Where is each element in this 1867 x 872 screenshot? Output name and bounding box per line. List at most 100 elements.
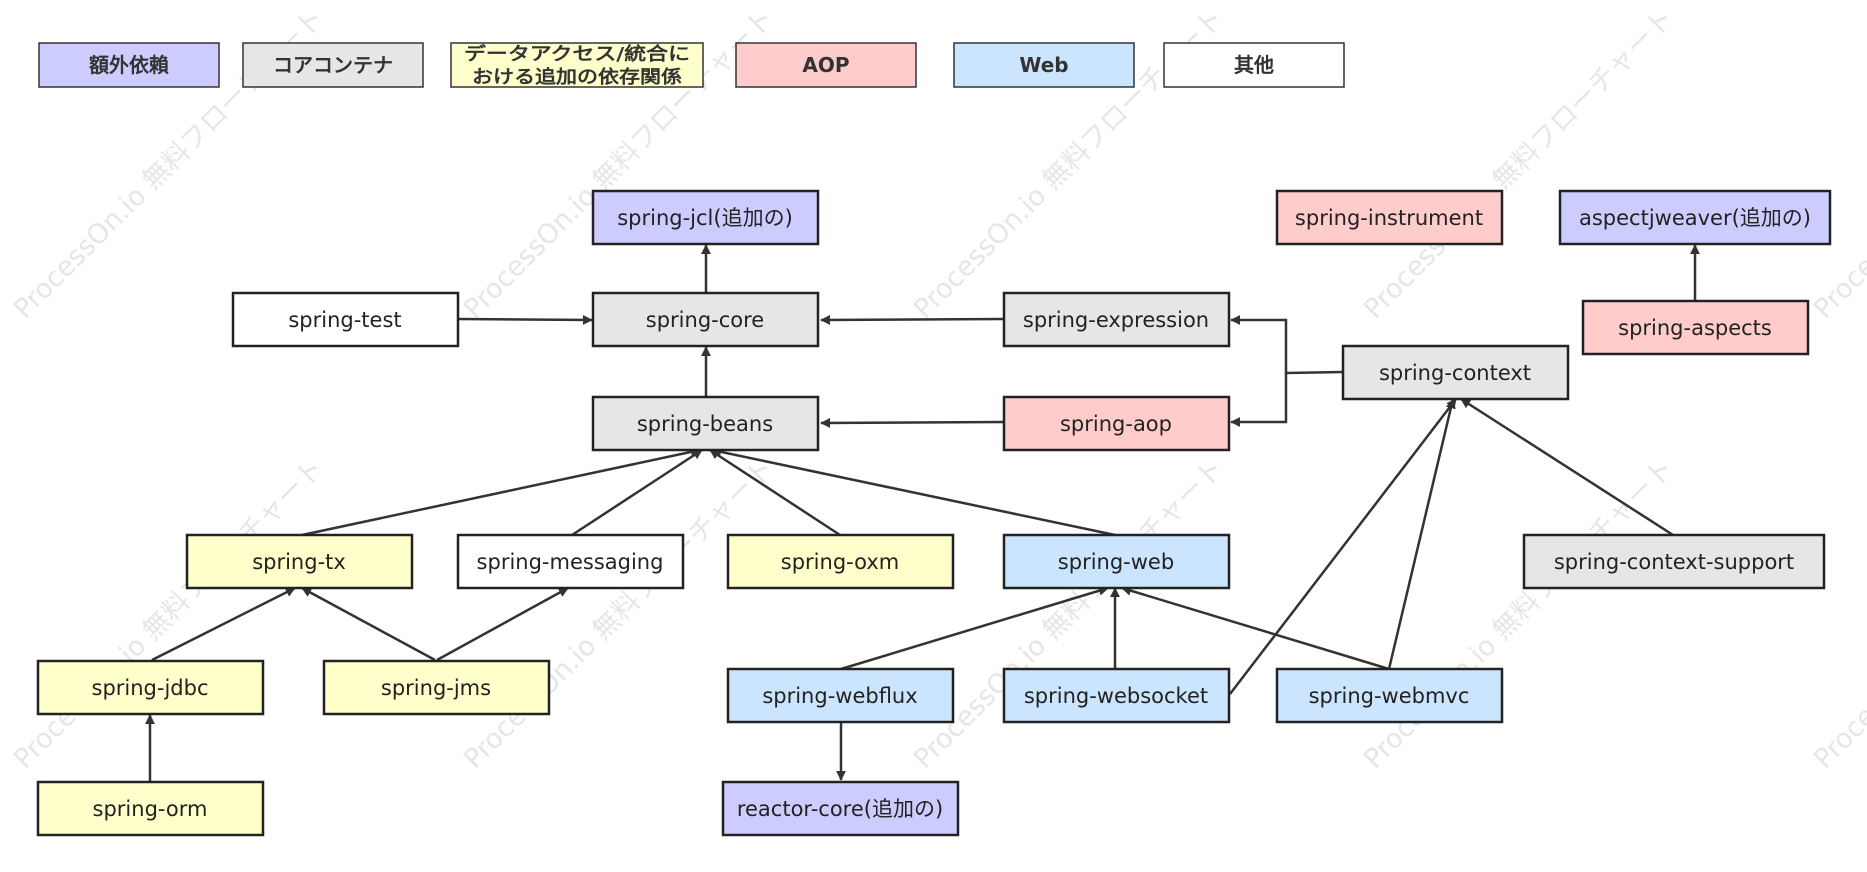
node-spring-web: spring-web	[1002, 533, 1231, 590]
node-box	[591, 189, 820, 246]
node-spring-jms: spring-jms	[322, 659, 551, 716]
node-spring-expression: spring-expression	[1002, 291, 1231, 348]
legend-label: 其他	[1234, 53, 1274, 77]
node-spring-orm: spring-orm	[36, 780, 265, 837]
node-box	[1275, 667, 1504, 724]
node-label: spring-aspects	[1618, 316, 1772, 340]
legend: 額外依賴 コアコンテナ データアクセス/統合に おける追加の依存関係 AOP W…	[38, 42, 1345, 88]
edge-test-to-core	[457, 314, 593, 325]
node-box	[726, 533, 955, 590]
node-aspectjweaver: aspectjweaver(追加の)	[1558, 189, 1832, 246]
node-label: spring-instrument	[1295, 206, 1483, 230]
legend-label: AOP	[802, 53, 849, 77]
node-label: spring-webmvc	[1309, 684, 1470, 708]
watermark-text: ProcessOn.io 無料フローチャート	[1358, 3, 1680, 325]
node-label: spring-webflux	[762, 684, 917, 708]
edge-webmvc-to-web	[1121, 585, 1390, 671]
legend-swatch	[242, 42, 424, 88]
edge-messaging-to-beans	[571, 448, 703, 537]
legend-label: コアコンテナ	[273, 53, 393, 77]
node-box	[1275, 189, 1504, 246]
edge-jms-to-messaging	[436, 586, 569, 662]
node-spring-oxm: spring-oxm	[726, 533, 955, 590]
node-label: reactor-core(追加の)	[737, 797, 943, 821]
node-box	[36, 659, 265, 716]
node-box	[456, 533, 685, 590]
node-label: aspectjweaver(追加の)	[1579, 206, 1811, 230]
node-label: spring-core	[646, 308, 764, 332]
watermark-text: ProcessOn.io 無料フローチャート	[1358, 453, 1680, 775]
legend-aop: AOP	[735, 42, 917, 88]
edge-context-to-aop	[1230, 373, 1288, 427]
node-spring-aop: spring-aop	[1002, 395, 1231, 452]
node-box	[726, 667, 955, 724]
node-label: spring-expression	[1023, 308, 1209, 332]
legend-swatch	[735, 42, 917, 88]
edge-web-to-beans	[711, 446, 1116, 537]
node-label: spring-beans	[637, 412, 773, 436]
node-label: spring-tx	[252, 550, 346, 574]
node-label: spring-test	[288, 308, 401, 332]
node-label: spring-jdbc	[92, 676, 209, 700]
node-spring-webflux: spring-webflux	[726, 667, 955, 724]
watermark-text: ProcessOn.io 無料フローチャート	[458, 453, 780, 775]
edge-webflux-to-web	[840, 585, 1109, 671]
edge-webmvc-to-context	[1387, 398, 1456, 670]
node-spring-tx: spring-tx	[185, 533, 414, 590]
node-spring-context: spring-context	[1341, 344, 1570, 401]
node-box	[1002, 533, 1231, 590]
legend-swatch	[953, 42, 1135, 88]
node-spring-context-support: spring-context-support	[1522, 533, 1826, 590]
node-label: spring-context	[1379, 361, 1531, 385]
node-spring-jdbc: spring-jdbc	[36, 659, 265, 716]
watermark: ProcessOn.io 無料フローチャート ProcessOn.io 無料フロ…	[8, 3, 1867, 775]
node-box	[1558, 189, 1832, 246]
node-label: spring-web	[1058, 550, 1174, 574]
node-reactor-core: reactor-core(追加の)	[721, 780, 960, 837]
node-spring-test: spring-test	[231, 291, 460, 348]
node-spring-jcl: spring-jcl(追加の)	[591, 189, 820, 246]
edge-tx-to-beans	[301, 447, 701, 537]
node-box	[591, 291, 820, 348]
edge-oxm-to-beans	[709, 448, 841, 537]
legend-web: Web	[953, 42, 1135, 88]
node-spring-core: spring-core	[591, 291, 820, 348]
node-label: spring-websocket	[1024, 684, 1208, 708]
legend-swatch	[38, 42, 220, 88]
node-box	[185, 533, 414, 590]
node-spring-websocket: spring-websocket	[1002, 667, 1231, 724]
node-label: spring-jcl(追加の)	[617, 206, 793, 230]
edge-jms-to-tx	[301, 586, 436, 662]
legend-data-access: データアクセス/統合に おける追加の依存関係	[450, 42, 704, 88]
node-spring-aspects: spring-aspects	[1581, 299, 1810, 356]
node-box	[1581, 299, 1810, 356]
node-label: spring-messaging	[477, 550, 664, 574]
node-box	[1002, 395, 1231, 452]
edge-websocket-to-context	[1229, 398, 1457, 695]
edge-context-support-to-context	[1460, 397, 1674, 537]
node-box	[721, 780, 960, 837]
watermark-text: ProcessOn.io 無料フローチャート	[1808, 453, 1867, 775]
watermark-text: ProcessOn.io 無料フローチャート	[8, 453, 330, 775]
legend-label: おける追加の依存関係	[472, 66, 682, 88]
node-spring-webmvc: spring-webmvc	[1275, 667, 1504, 724]
legend-label: Web	[1019, 53, 1068, 77]
legend-extra-dependency: 額外依賴	[38, 42, 220, 88]
node-spring-instrument: spring-instrument	[1275, 189, 1504, 246]
node-box	[1002, 667, 1231, 724]
edge-jdbc-to-tx	[151, 586, 296, 662]
node-label: spring-aop	[1060, 412, 1172, 436]
node-box	[231, 291, 460, 348]
node-label: spring-orm	[93, 797, 208, 821]
node-box	[1522, 533, 1826, 590]
node-label: spring-jms	[381, 676, 491, 700]
node-label: spring-context-support	[1554, 550, 1794, 574]
node-label: spring-oxm	[781, 550, 899, 574]
legend-swatch	[1163, 42, 1345, 88]
edge-context-to-expression	[1230, 315, 1344, 375]
node-spring-beans: spring-beans	[591, 395, 820, 452]
legend-label: データアクセス/統合に	[464, 43, 690, 65]
watermark-text: ProcessOn.io 無料フローチャート	[1808, 3, 1867, 325]
edges	[145, 244, 1700, 782]
